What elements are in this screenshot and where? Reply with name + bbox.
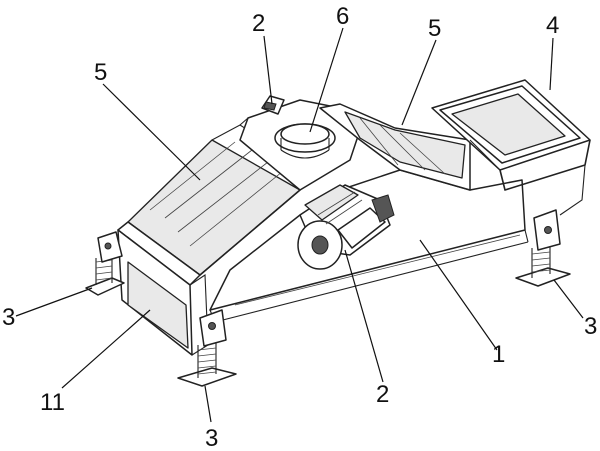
top-housing	[239, 95, 361, 191]
label-bottom-3: 3	[205, 425, 218, 451]
outlet-box	[431, 79, 591, 216]
label-top-6: 6	[336, 3, 349, 30]
label-bottom-2: 2	[376, 381, 389, 408]
spring-left	[85, 231, 125, 296]
callout-labels: 2 6 5 4 5 3 3 1 11 2 3	[2, 3, 597, 451]
label-right-1: 1	[492, 341, 505, 368]
leader-lines	[15, 27, 584, 423]
label-left-3: 3	[2, 304, 15, 331]
label-top-4: 4	[546, 12, 559, 39]
label-top-right-5: 5	[428, 15, 441, 42]
vibration-motor	[297, 184, 395, 270]
label-right-3: 3	[584, 313, 597, 340]
label-bottom-11: 11	[40, 389, 65, 416]
label-left-5: 5	[94, 59, 107, 86]
right-chute	[319, 103, 471, 191]
label-top-left-2: 2	[252, 10, 265, 37]
spring-bottom	[177, 309, 237, 387]
spring-right	[515, 209, 571, 287]
